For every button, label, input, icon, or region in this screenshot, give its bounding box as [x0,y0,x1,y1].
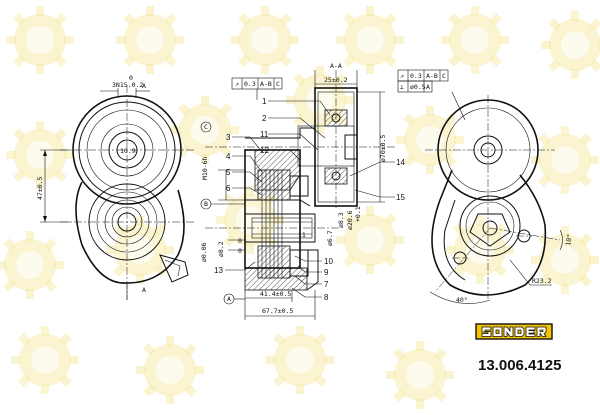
front-dim-zero: 0 [129,74,133,82]
callout-4: 4 [226,152,231,161]
front-dim-height: 47±0.5 [36,176,44,200]
side-gdt1-symbol: ↗ [400,72,404,80]
dim-left-dia: ø8.2 [217,241,225,257]
side-view [397,69,563,304]
side-gdt1-ref: A-B [426,72,438,80]
dim-small-tol: +0.1 [354,206,362,222]
dim-left-small: ø0.06 [200,242,208,262]
section-gdt-ref2: C [276,80,280,88]
side-gdt1-tol: 0.3 [410,72,422,80]
dim-bore: ø8.3 [337,212,345,228]
dim-bolt: M10-6h [201,156,209,180]
part-number: 13.006.4125 [478,357,561,374]
callout-2: 2 [262,114,267,123]
section-view [200,70,395,320]
callout-15: 15 [396,193,405,202]
dim-zero-a: 0 [238,237,242,245]
side-dim-angle-a: 40° [456,296,468,304]
dim-small: ø20.6 [346,210,354,230]
callout-5: 5 [226,168,231,177]
section-gdt-tol: 0.3 [244,80,256,88]
front-dim-a: A [142,82,146,90]
dim-zero-b: 0 [238,247,242,255]
section-gdt-symbol: ↗ [235,80,239,88]
dim-center: 11 [298,231,306,239]
side-dim-angle-b: 10° [564,233,574,246]
front-dim-top: 3N15.0.2 [112,81,143,89]
callout-6: 6 [226,184,231,193]
side-gdt2-tol: ø0.5 [410,83,426,91]
callout-13: 13 [214,266,223,275]
callout-7: 7 [324,280,329,289]
dim-bottom-1: 41.4±0.5 [260,290,291,298]
callout-12: 12 [260,146,269,155]
sonder-logo [475,323,553,340]
datum-b: B [204,200,208,208]
dim-right-dia: ø70±0.5 [379,135,387,162]
callout-3: 3 [226,133,231,142]
front-dim-hub: 10.9 [120,147,136,155]
datum-c: C [204,123,208,131]
callout-1: 1 [262,97,267,106]
front-dim-bottom-a: A [142,286,146,294]
section-label: A-A [330,62,342,70]
callout-10: 10 [324,257,333,266]
callout-14: 14 [396,158,405,167]
datum-a: A [227,295,231,303]
side-gdt2-ref: A [426,83,430,91]
callout-8: 8 [324,293,329,302]
callout-9: 9 [324,268,329,277]
side-gdt2-symbol: ⊥ [400,83,404,91]
dim-ring: ø6.7 [326,230,334,246]
side-gdt1-ref2: C [442,72,446,80]
section-gdt-ref: A-B [260,80,272,88]
front-view [40,85,195,300]
dim-top-width: 25±0.2 [324,76,348,84]
dim-bottom-2: 67.7±0.5 [262,307,293,315]
side-dim-radius: R23.2 [532,277,552,285]
callout-11: 11 [260,130,269,139]
